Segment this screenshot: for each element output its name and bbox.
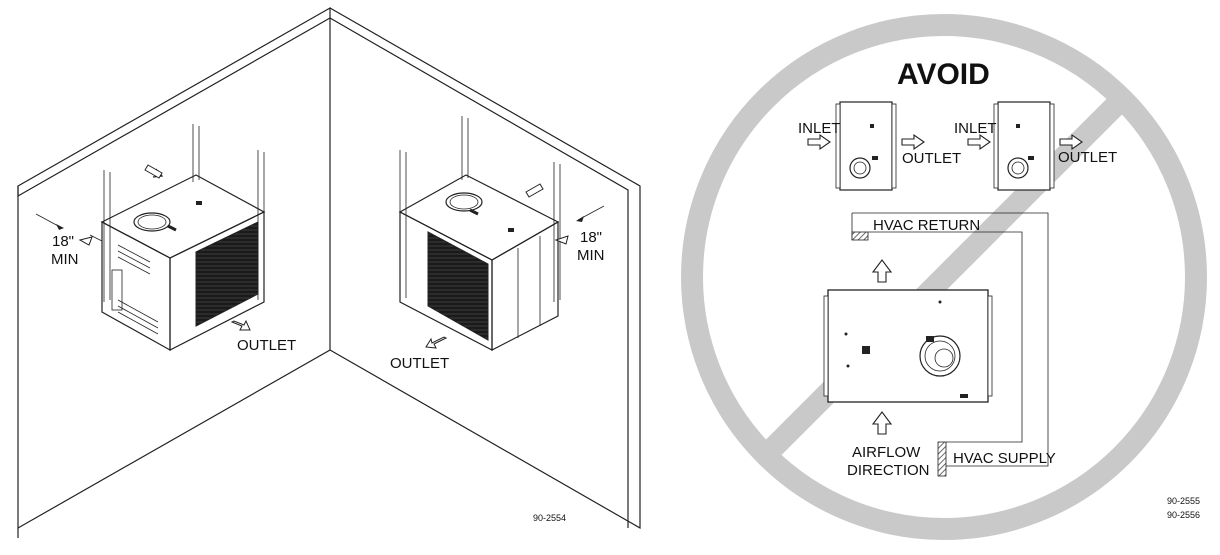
arrow-icon <box>967 134 991 150</box>
figure-number-left: 90-2554 <box>533 513 566 523</box>
arrow-icon <box>807 134 831 150</box>
airflow-direction-label: DIRECTION <box>847 462 930 479</box>
arrow-icon <box>872 259 892 283</box>
right-unit-annotations: 18" MIN OUTLET <box>390 183 605 372</box>
clearance-left-unit: MIN <box>51 251 79 268</box>
hvac-duct <box>851 212 1049 477</box>
clearance-right-unit: MIN <box>577 247 605 264</box>
outlet-left-label: OUTLET <box>237 337 296 354</box>
dehumidifier-unit-right <box>398 116 561 351</box>
figure-number-right-2: 90-2556 <box>1167 510 1200 520</box>
corner-walls <box>17 6 641 538</box>
outlet-right-label: OUTLET <box>390 355 449 372</box>
top-view-unit-2 <box>993 101 1055 191</box>
inlet-label-1: INLET <box>798 120 841 137</box>
airflow-label: AIRFLOW <box>852 444 921 461</box>
arrow-icon <box>901 134 925 150</box>
inlet-label-2: INLET <box>954 120 997 137</box>
outlet-label-2: OUTLET <box>1058 149 1117 166</box>
avoid-title: AVOID <box>897 58 990 91</box>
clearance-left-value: 18" <box>52 233 74 250</box>
hvac-supply-label: HVAC SUPPLY <box>953 450 1056 467</box>
hvac-return-label: HVAC RETURN <box>873 217 980 234</box>
clearance-right-value: 18" <box>580 229 602 246</box>
dehumidifier-unit-left <box>100 124 266 352</box>
top-view-unit-1 <box>835 101 897 191</box>
top-view-unit-large <box>823 289 993 403</box>
arrow-icon <box>872 411 892 435</box>
outlet-label-1: OUTLET <box>902 150 961 167</box>
left-unit-annotations: 18" MIN OUTLET <box>35 164 296 354</box>
figure-number-right-1: 90-2555 <box>1167 496 1200 506</box>
